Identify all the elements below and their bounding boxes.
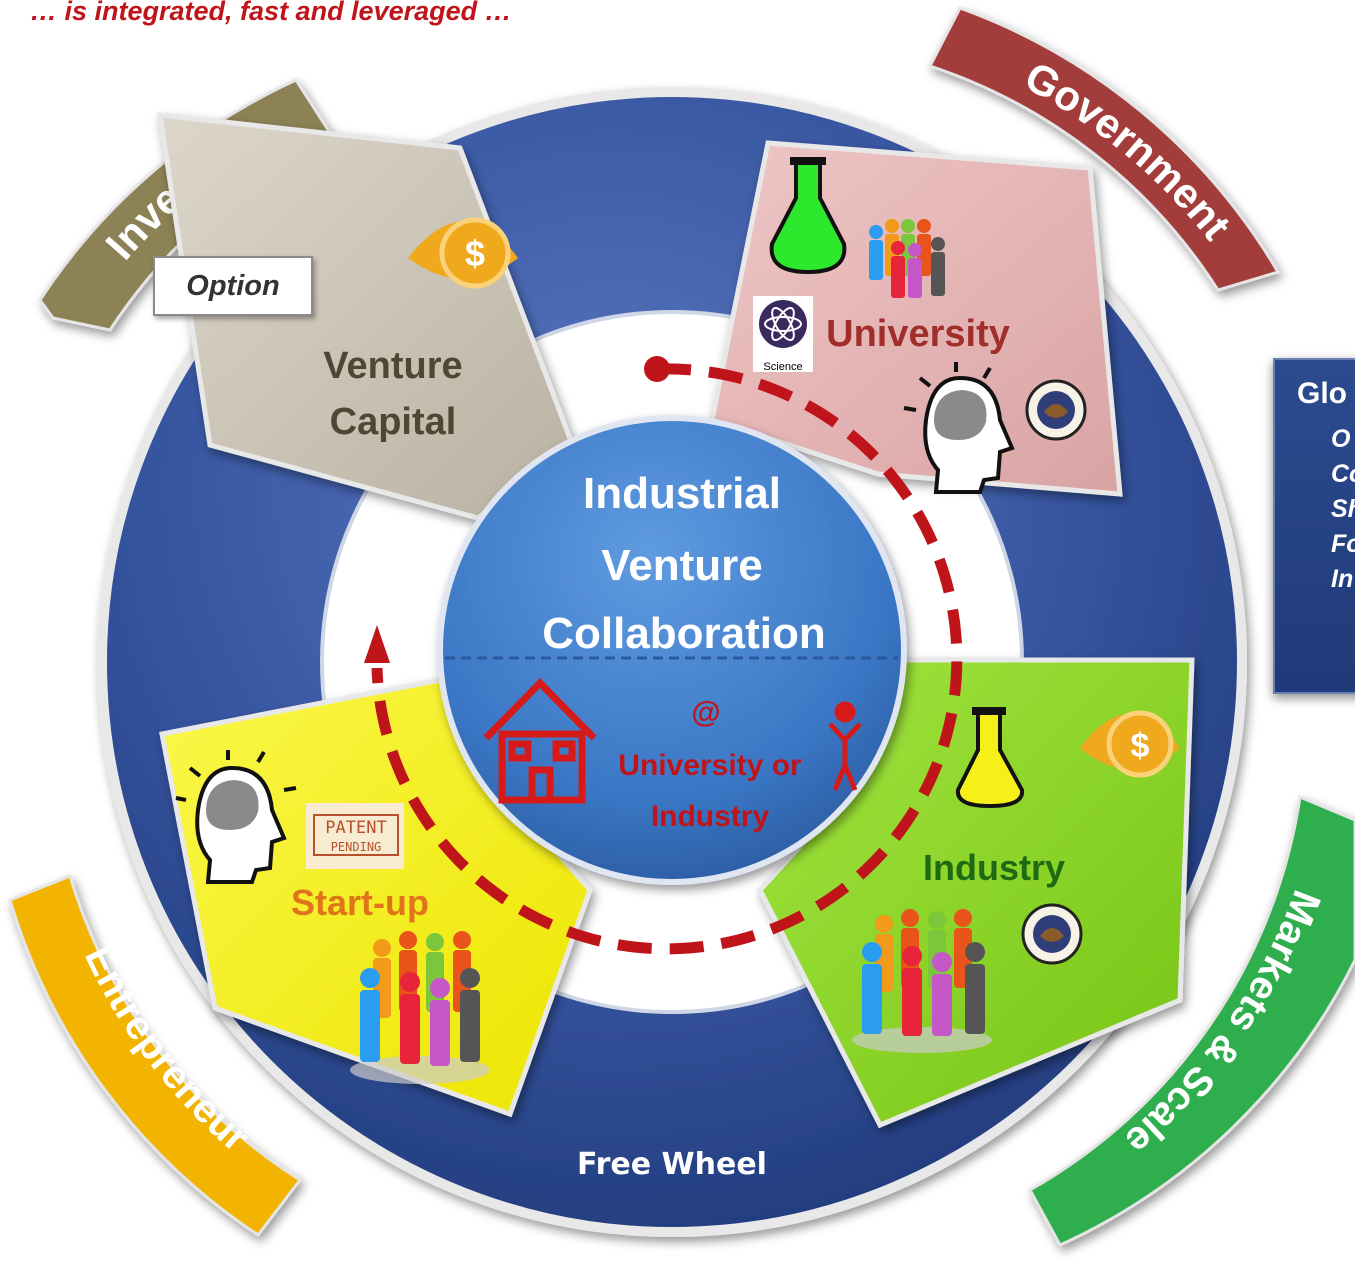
global-panel-item: In [1331,565,1354,593]
science-logo-label: Science [763,361,802,373]
industry-label: Industry [923,847,1065,888]
brain-head-icon-university [903,362,1015,494]
global-panel-item: Co [1331,460,1355,488]
svg-text:$: $ [1131,727,1150,765]
option-label: Option [186,269,280,302]
brain-head-icon-startup [175,750,297,884]
university-people-icon [869,219,945,298]
markets-band [1027,794,1355,1247]
vc-label-line1: Venture [323,345,462,387]
hub-title-line3: Collaboration [542,609,826,658]
patent-stamp-line2: PENDING [331,840,382,854]
flask-icon-yellow [955,707,1025,809]
industry-people-icon [852,909,992,1053]
house-icon [483,678,597,804]
hub-title-line2: Venture [601,541,762,590]
central-hub [437,415,907,885]
hub-title-line1: Industrial [583,469,781,518]
global-panel-title: Glo [1297,377,1347,410]
global-panel: Glo O Co Sh Fo In [1273,358,1355,694]
startup-label: Start-up [291,882,429,923]
government-band [927,6,1281,292]
global-panel-item: O [1331,425,1351,453]
money-eye-icon-industry: $ [1080,710,1180,778]
tagline: … is integrated, fast and leveraged … [30,0,512,26]
flask-icon-green [769,157,847,275]
global-panel-item: Sh [1331,495,1355,523]
university-label: University [826,313,1010,355]
science-logo-icon: Science [753,296,813,373]
money-eye-icon: $ [408,217,518,289]
patent-stamp-line1: PATENT [325,818,386,838]
entrepreneur-band [8,873,303,1238]
free-wheel-label: Free Wheel [577,1147,767,1182]
hub-location-line2: Industry [651,800,770,833]
svg-text:$: $ [465,233,485,274]
startup-people-icon [350,931,490,1084]
option-box: Option [153,256,313,316]
patent-seal-icon-university [1025,379,1087,441]
patent-seal-icon-industry [1021,903,1083,965]
hub-location-line1: University or [618,749,802,782]
global-panel-item: Fo [1331,530,1355,558]
vc-label-line2: Capital [330,401,457,443]
person-icon [828,701,862,791]
patent-pending-stamp: PATENT PENDING [306,803,404,869]
hub-at-symbol: @ [691,696,720,729]
cycle-arrow [364,356,963,955]
